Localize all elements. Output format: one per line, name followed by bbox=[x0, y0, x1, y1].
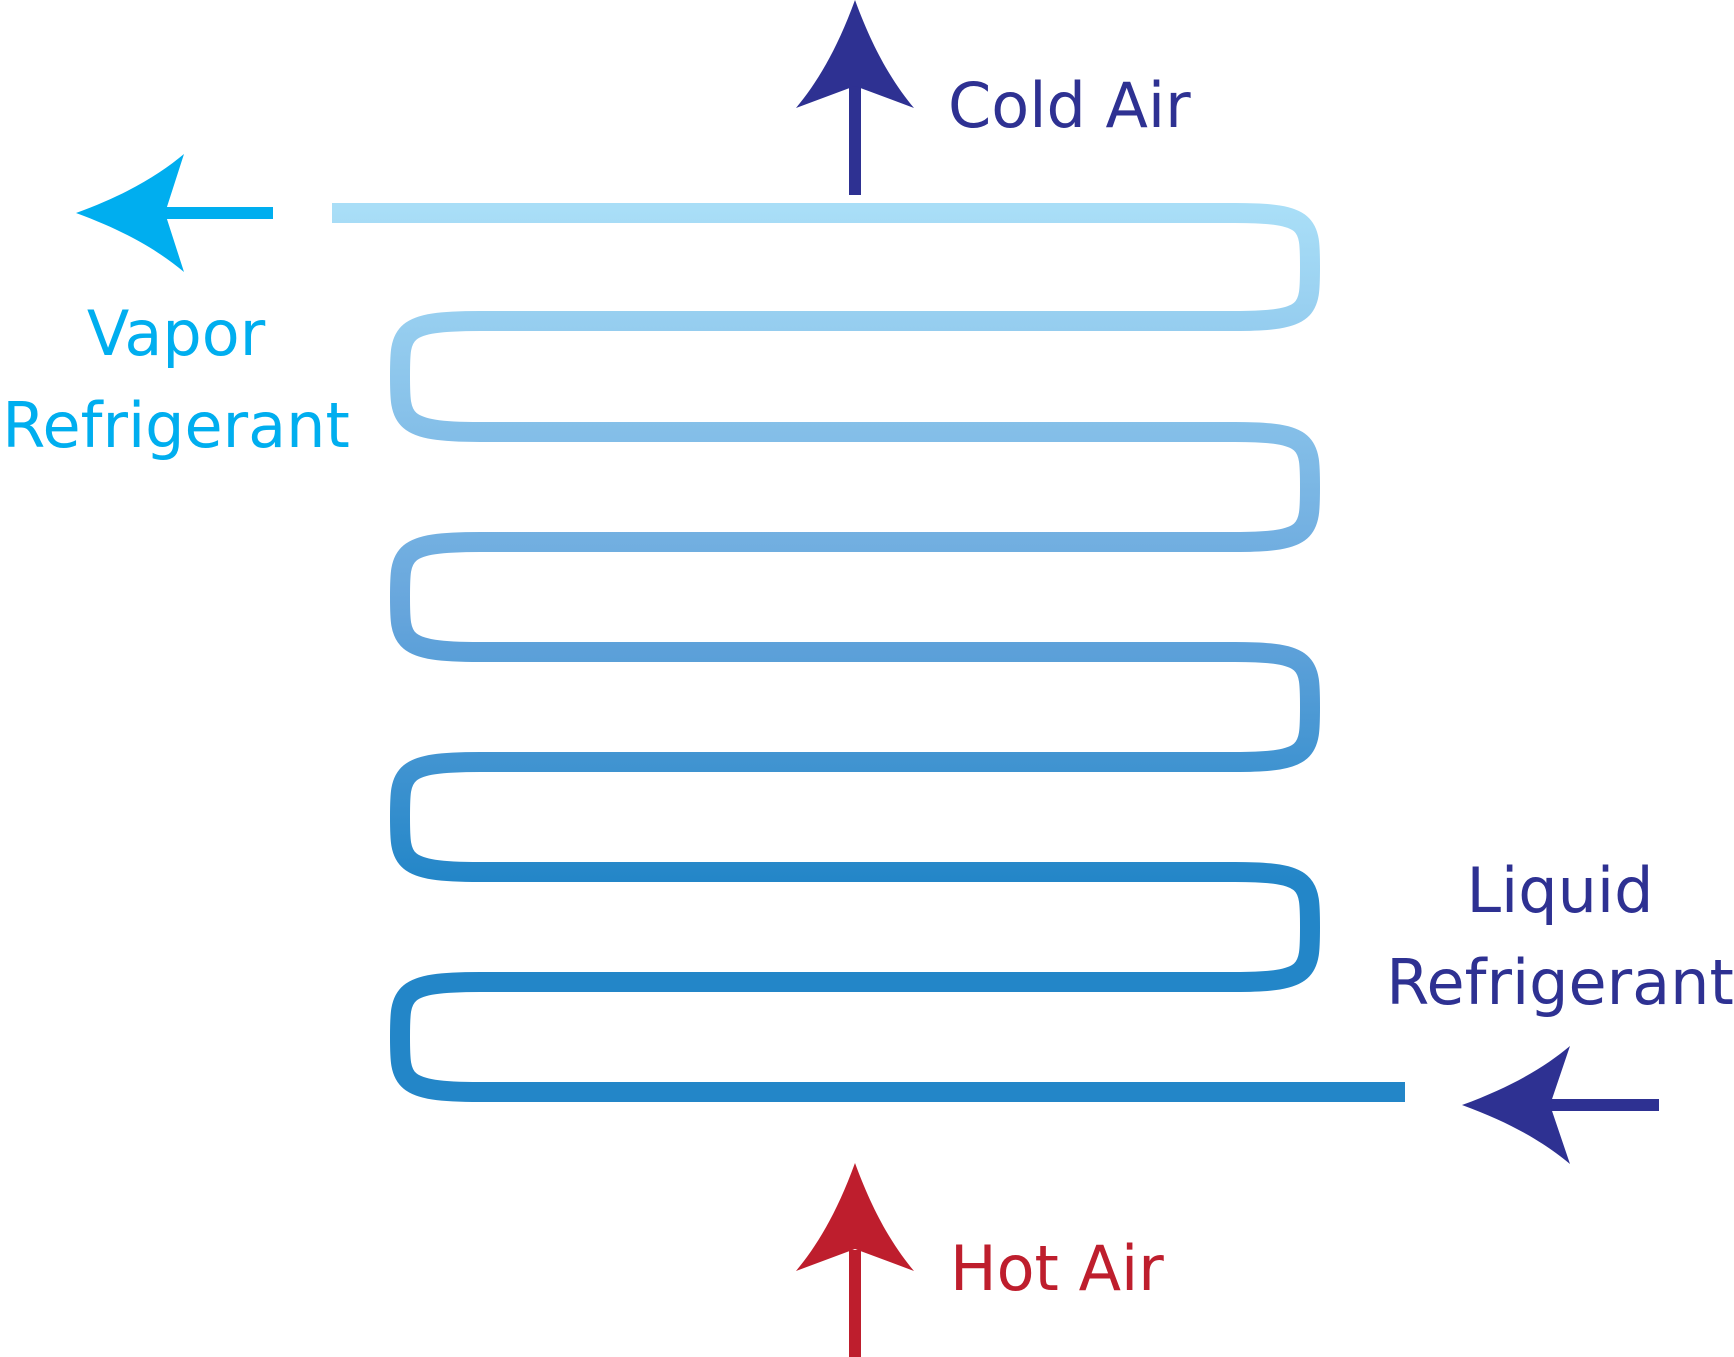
refrigerant-coil bbox=[332, 203, 1405, 1102]
liquid-label-line2: Refrigerant bbox=[1386, 946, 1734, 1019]
hot-air-arrow-icon bbox=[796, 1163, 914, 1357]
vapor-label-line1: Vapor bbox=[87, 297, 266, 370]
hot-air-label: Hot Air bbox=[950, 1232, 1164, 1305]
cold-air-arrow-icon bbox=[796, 0, 914, 195]
vapor-outflow-arrow-icon bbox=[76, 154, 273, 272]
cold-air-label: Cold Air bbox=[948, 69, 1191, 142]
liquid-label-line1: Liquid bbox=[1467, 854, 1654, 927]
vapor-label-line2: Refrigerant bbox=[2, 389, 350, 462]
liquid-inflow-arrow-icon bbox=[1462, 1046, 1659, 1164]
